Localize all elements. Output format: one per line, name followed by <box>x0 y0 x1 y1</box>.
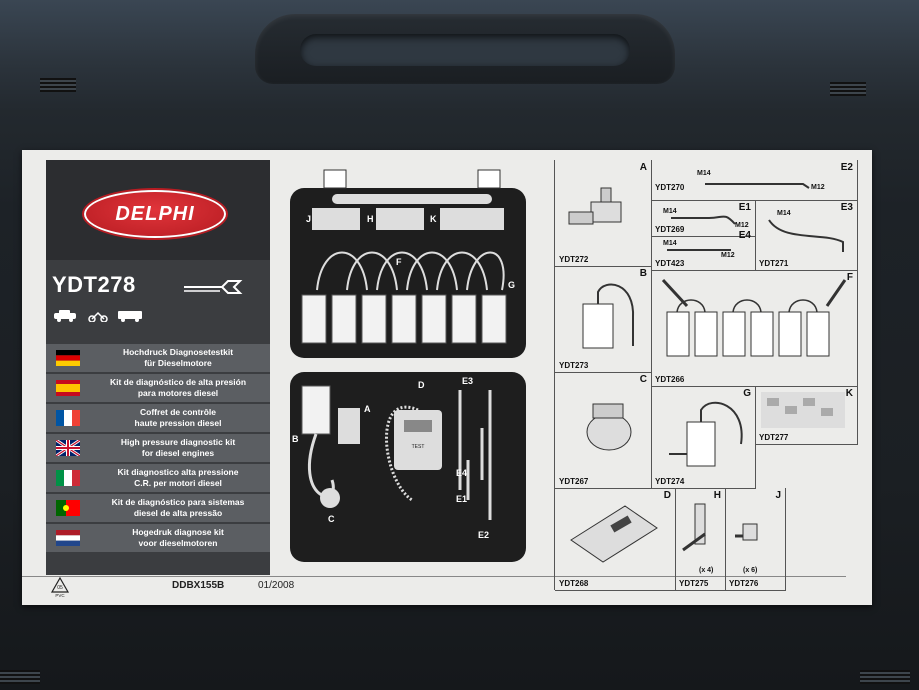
vent-right <box>830 82 866 96</box>
lang-line2: voor dieselmotoren <box>138 538 218 548</box>
lang-line1: Coffret de contrôle <box>139 407 217 417</box>
lang-line2: für Dieselmotore <box>144 358 212 368</box>
flag-nl-icon <box>56 530 80 546</box>
tester-D-icon <box>570 505 658 563</box>
label-C: C <box>328 514 335 524</box>
lang-line2: diesel de alta pressão <box>133 508 223 518</box>
lang-line1: Hochdruck Diagnosetestkit <box>122 347 234 357</box>
svg-text:PVC: PVC <box>55 593 65 598</box>
pipe-E3-icon <box>768 219 844 252</box>
adapter-block-icon <box>568 187 622 225</box>
lang-line1: Kit de diagnóstico para sistemas <box>111 497 245 507</box>
lang-line2: para motores diesel <box>137 388 219 398</box>
bottle-B-icon <box>582 283 635 349</box>
lang-line1: Kit diagnostico alta pressione <box>117 467 239 477</box>
vent-bottom-right <box>860 670 910 684</box>
label-A: A <box>364 404 371 414</box>
label-footer <box>22 576 846 599</box>
lang-line2: haute pression diesel <box>134 418 222 428</box>
lang-line1: Kit de diagnóstico de alta presión <box>109 377 247 387</box>
bottle-G-icon <box>669 401 743 467</box>
lang-line1: Hogedruk diagnose kit <box>132 527 224 537</box>
handle-opening <box>300 34 630 66</box>
flag-pt-icon <box>56 500 80 516</box>
label-J: J <box>306 214 311 224</box>
flag-gb-icon <box>56 440 80 456</box>
doc-code: DDBX155B <box>172 580 225 591</box>
vent-bottom-left <box>0 670 40 684</box>
pipe-E2-icon <box>705 183 810 189</box>
recycle-icon: 05 PVC <box>50 576 70 598</box>
lang-line1: High pressure diagnostic kit <box>120 437 236 447</box>
doc-date: 01/2008 <box>258 580 295 591</box>
wrench-icon <box>184 280 243 294</box>
label-E2: E2 <box>478 530 489 540</box>
pipe-E1-icon <box>671 215 736 225</box>
vehicle-icons <box>54 310 142 322</box>
tester-label: TEST <box>412 444 425 450</box>
valve-H-icon <box>682 503 706 552</box>
svg-text:05: 05 <box>57 585 63 591</box>
flag-it-icon <box>56 470 80 486</box>
label-E1: E1 <box>456 494 467 504</box>
delphi-logo: DELPHI <box>84 190 226 238</box>
label-K: K <box>430 214 437 224</box>
case-contents-diagram: J H K F G A B C D E3 E4 E1 <box>290 169 526 562</box>
connector-J-icon <box>735 523 758 541</box>
label-F: F <box>396 257 402 267</box>
label-G: G <box>508 280 515 290</box>
logo-area: DELPHI <box>46 160 270 260</box>
pipe-E4-icon <box>667 249 731 251</box>
model-number: YDT278 <box>52 272 136 297</box>
label-E3: E3 <box>462 376 473 386</box>
flag-fr-icon <box>56 410 80 426</box>
coupling-C-icon <box>586 403 632 451</box>
vent-left <box>40 78 76 92</box>
label-B: B <box>292 434 299 444</box>
label-E4: E4 <box>456 468 467 478</box>
lang-line2: C.R. per motori diesel <box>134 478 222 488</box>
caps-K-icon <box>761 392 845 428</box>
bottles-F-icon <box>661 278 847 357</box>
label-H: H <box>367 214 374 224</box>
label-D: D <box>418 380 425 390</box>
flag-es-icon <box>56 380 80 396</box>
lang-line2: for diesel engines <box>141 448 215 458</box>
logo-text: DELPHI <box>115 202 195 225</box>
flag-de-icon <box>56 350 80 366</box>
